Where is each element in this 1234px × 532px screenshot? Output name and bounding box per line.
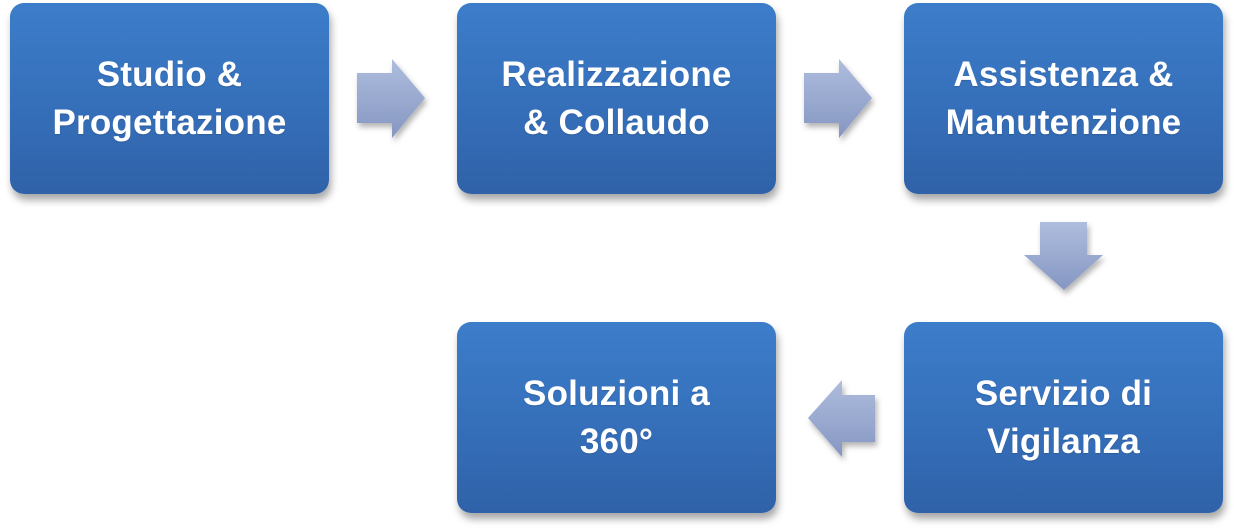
node-label: Servizio di Vigilanza: [975, 370, 1152, 466]
node-realizzazione-collaudo: Realizzazione & Collaudo: [457, 3, 776, 194]
arrow-left-icon: [808, 380, 878, 460]
node-label: Studio & Progettazione: [52, 51, 286, 147]
arrow-right-icon: [357, 59, 427, 139]
node-servizio-vigilanza: Servizio di Vigilanza: [904, 322, 1223, 513]
node-label-line1: Studio &: [96, 54, 243, 94]
arrow-right-icon: [804, 59, 874, 139]
node-label-line1: Assistenza &: [953, 54, 1174, 94]
node-assistenza-manutenzione: Assistenza & Manutenzione: [904, 3, 1223, 194]
node-studio-progettazione: Studio & Progettazione: [10, 3, 329, 194]
node-label-line2: Vigilanza: [987, 421, 1140, 461]
arrow-down-icon: [1024, 222, 1104, 292]
node-label-line2: & Collaudo: [523, 102, 710, 142]
node-soluzioni-360: Soluzioni a 360°: [457, 322, 776, 513]
node-label-line1: Servizio di: [974, 373, 1153, 413]
node-label-line2: Manutenzione: [945, 102, 1182, 142]
node-label-line1: Soluzioni a: [523, 373, 710, 413]
node-label: Realizzazione & Collaudo: [501, 51, 731, 147]
node-label-line2: Progettazione: [52, 102, 287, 142]
node-label: Assistenza & Manutenzione: [946, 51, 1182, 147]
node-label: Soluzioni a 360°: [523, 370, 710, 466]
node-label-line1: Realizzazione: [501, 54, 732, 94]
node-label-line2: 360°: [579, 421, 654, 461]
